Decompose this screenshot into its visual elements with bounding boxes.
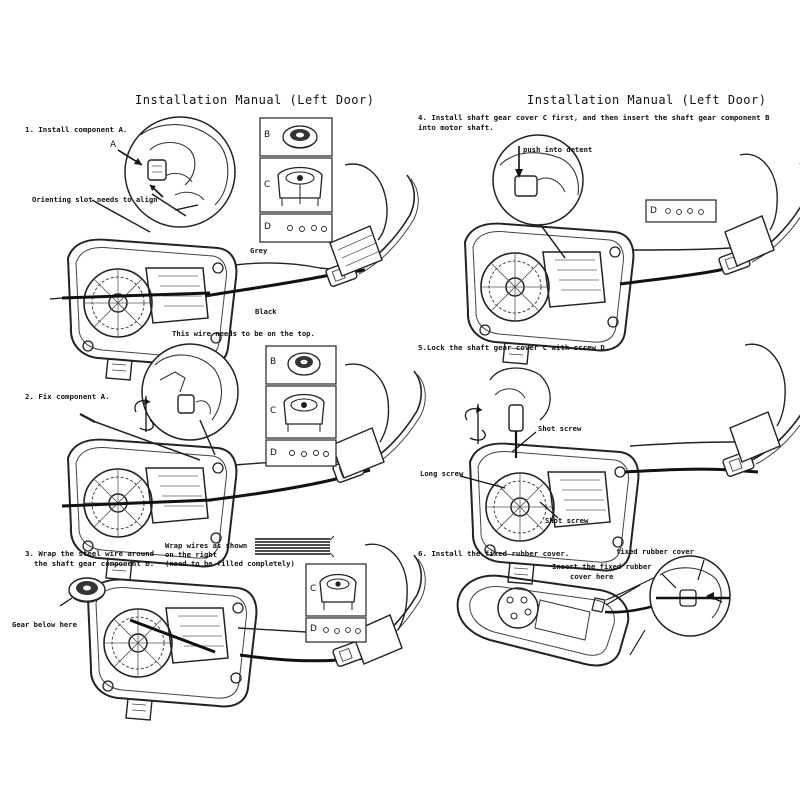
box-b-label-2: B	[270, 357, 277, 367]
box-d-label: D	[264, 222, 271, 232]
box-c-label-3: C	[310, 584, 317, 594]
box-b-label: B	[264, 130, 271, 140]
wrap-wires-line3: (need to be filled completely)	[165, 559, 295, 568]
box-c-label: C	[264, 180, 271, 190]
box-d-label-4: D	[650, 206, 657, 216]
right-page-title: Installation Manual (Left Door)	[527, 93, 767, 107]
step3-heading-line2: the shaft gear component B.	[34, 559, 155, 568]
step4-heading-line2: into motor shaft.	[418, 123, 494, 132]
fixed-rubber-cover-label: fixed rubber cover	[616, 547, 694, 556]
black-wire-label: Black	[255, 307, 277, 316]
step1-diagram	[49, 116, 420, 381]
box-c-label-2: C	[270, 406, 277, 416]
step5-heading: 5.Lock the shaft gear cover C with screw…	[418, 343, 610, 352]
component-a-label: A	[110, 140, 117, 150]
step6-heading: 6. Install the fixed rubber cover.	[418, 549, 570, 558]
push-into-detent-label: push into detent	[523, 145, 593, 154]
step1-parts-box	[259, 117, 333, 243]
step2-parts-box	[265, 345, 337, 467]
orienting-slot-label: Orienting slot needs to align	[32, 195, 158, 204]
insert-cover-line2: cover here	[570, 572, 614, 581]
wrap-wires-line2: on the right	[165, 550, 217, 559]
left-page-title: Installation Manual (Left Door)	[135, 93, 375, 107]
grey-wire-label: Grey	[250, 246, 268, 255]
step2-heading: 2. Fix component A.	[25, 392, 110, 401]
box-d-label-2: D	[270, 448, 277, 458]
box-d-label-3: D	[310, 624, 317, 634]
insert-cover-line1: Insert the fixed rubber	[552, 562, 652, 571]
wire-on-top-label: This wire needs to be on the top.	[172, 329, 315, 338]
step5-diagram	[459, 343, 800, 585]
step3-parts-box	[305, 563, 367, 643]
gear-below-label: Gear below here	[12, 620, 77, 629]
step4-heading-line1: 4. Install shaft gear cover C first, and…	[418, 113, 770, 122]
long-screw-label: Long screw	[420, 469, 464, 478]
step4-diagram	[464, 134, 800, 365]
step3-diagram	[59, 535, 427, 721]
step3-heading-line1: 3. Wrap the steel wire around	[25, 549, 155, 558]
step2-diagram	[61, 343, 427, 581]
shot-screw-label-2: Shot screw	[545, 516, 589, 525]
wrap-wires-line1: Wrap wires as shown	[165, 541, 248, 550]
shot-screw-label-1: Shot screw	[538, 424, 582, 433]
step1-heading: 1. Install component A.	[25, 125, 128, 134]
step6-diagram	[456, 555, 731, 667]
